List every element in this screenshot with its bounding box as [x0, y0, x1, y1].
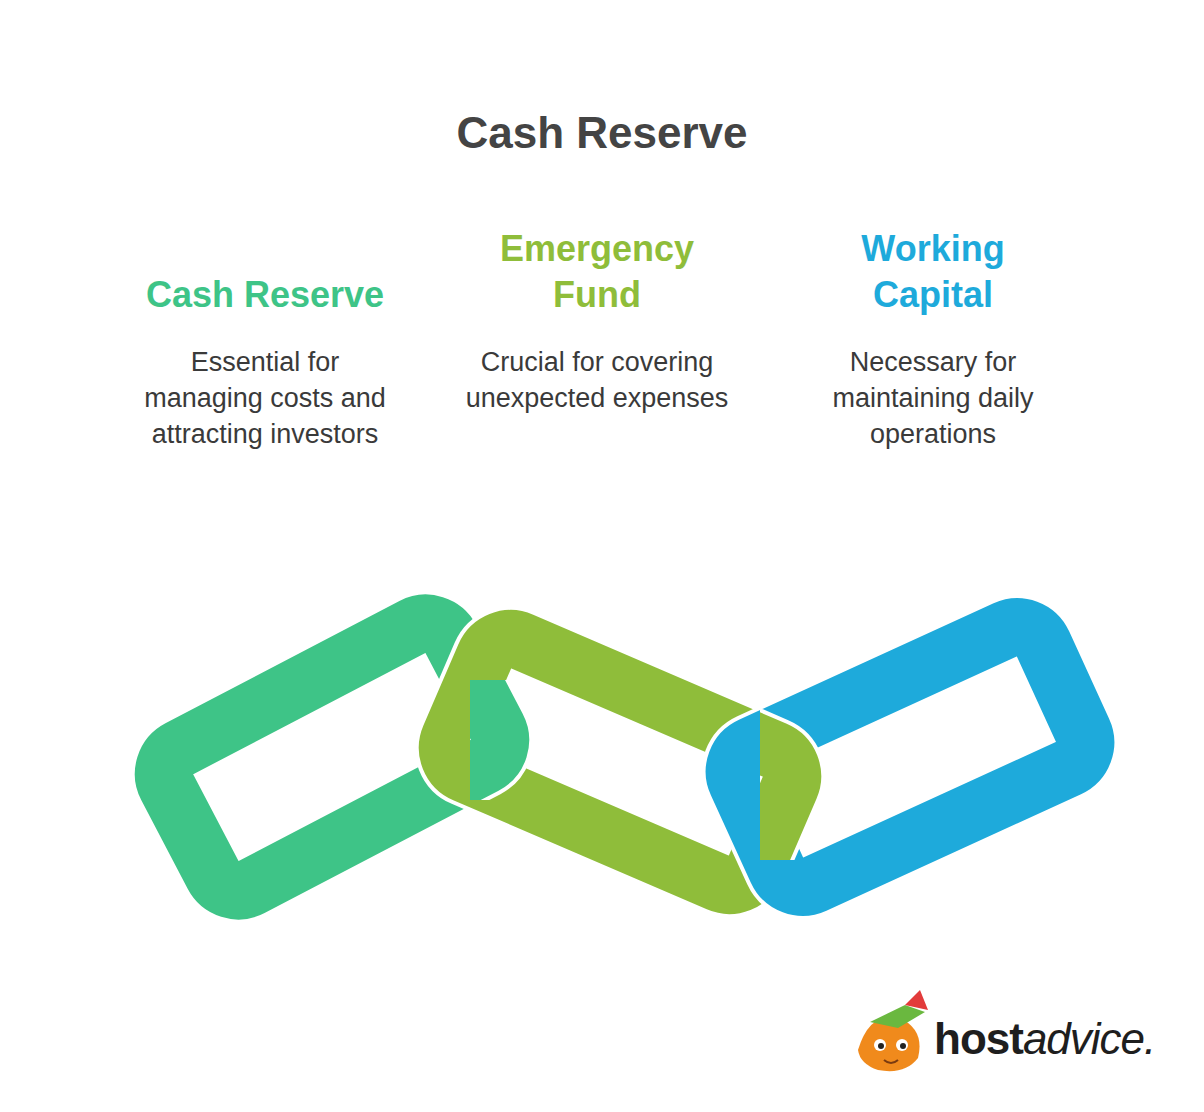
chain-overlap — [470, 680, 510, 800]
chain-overlap — [760, 700, 801, 860]
logo-wordmark: hostadvice. — [934, 1014, 1155, 1064]
column-heading: Working Capital — [823, 226, 1043, 318]
heading-holder: Emergency Fund — [447, 222, 747, 318]
heading-holder: Working Capital — [783, 222, 1083, 318]
column-body: Crucial for covering unexpected expenses — [461, 344, 733, 416]
column-heading: Cash Reserve — [146, 272, 384, 318]
column-heading: Emergency Fund — [487, 226, 707, 318]
heading-holder: Cash Reserve — [110, 222, 420, 318]
watermark-text: host — [934, 1014, 1023, 1064]
watermark-text: advice. — [1023, 1014, 1155, 1064]
column-body: Necessary for maintaining daily operatio… — [802, 344, 1064, 452]
text-column: Working CapitalNecessary for maintaining… — [783, 222, 1083, 452]
text-column: Cash ReserveEssential for managing costs… — [110, 222, 420, 452]
logo-mascot — [858, 990, 928, 1071]
text-column: Emergency FundCrucial for covering unexp… — [447, 222, 747, 416]
diagram-title: Cash Reserve — [0, 108, 1204, 158]
column-body: Essential for managing costs and attract… — [129, 344, 401, 452]
